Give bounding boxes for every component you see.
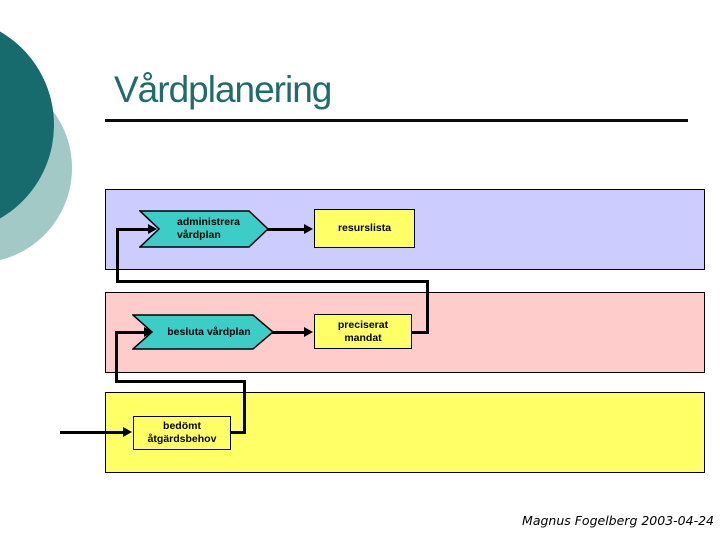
node-label: resurslista (337, 222, 392, 234)
connector-segment (116, 280, 429, 283)
connector-segment (116, 228, 149, 231)
connector-segment (116, 228, 119, 283)
connector-segment (60, 431, 124, 434)
footer-author-date: Magnus Fogelberg 2003-04-24 (522, 513, 714, 528)
node-label: bedömt åtgärdsbehov (147, 420, 217, 445)
node-preciserat-mandat: preciserat mandat (314, 314, 412, 349)
connector-segment (267, 228, 306, 231)
connector-segment (411, 331, 429, 334)
connector-segment (115, 331, 145, 334)
title-underline (105, 119, 688, 122)
node-resurslista: resurslista (314, 209, 415, 248)
node-label: administrera vårdplan (177, 216, 241, 241)
node-label: besluta vårdplan (167, 325, 251, 338)
arrowhead-icon (123, 427, 132, 437)
arrowhead-icon (304, 327, 313, 337)
connector-segment (272, 331, 306, 334)
arrowhead-icon (304, 224, 313, 234)
connector-segment (115, 331, 118, 383)
connector-segment (243, 380, 246, 434)
chevron-shape-icon (139, 210, 269, 248)
arrowhead-icon (148, 224, 157, 234)
connector-segment (115, 380, 246, 383)
arrowhead-icon (144, 327, 153, 337)
connector-segment (426, 280, 429, 333)
connector-segment (229, 431, 246, 434)
node-besluta-vardplan: besluta vårdplan (132, 314, 274, 350)
node-label: preciserat mandat (337, 318, 389, 344)
chevron-shape-icon (132, 314, 274, 350)
node-bedomt-atgardsbehov: bedömt åtgärdsbehov (133, 416, 231, 450)
node-administrera-vardplan: administrera vårdplan (139, 210, 269, 248)
page-title: Vårdplanering (114, 69, 332, 110)
